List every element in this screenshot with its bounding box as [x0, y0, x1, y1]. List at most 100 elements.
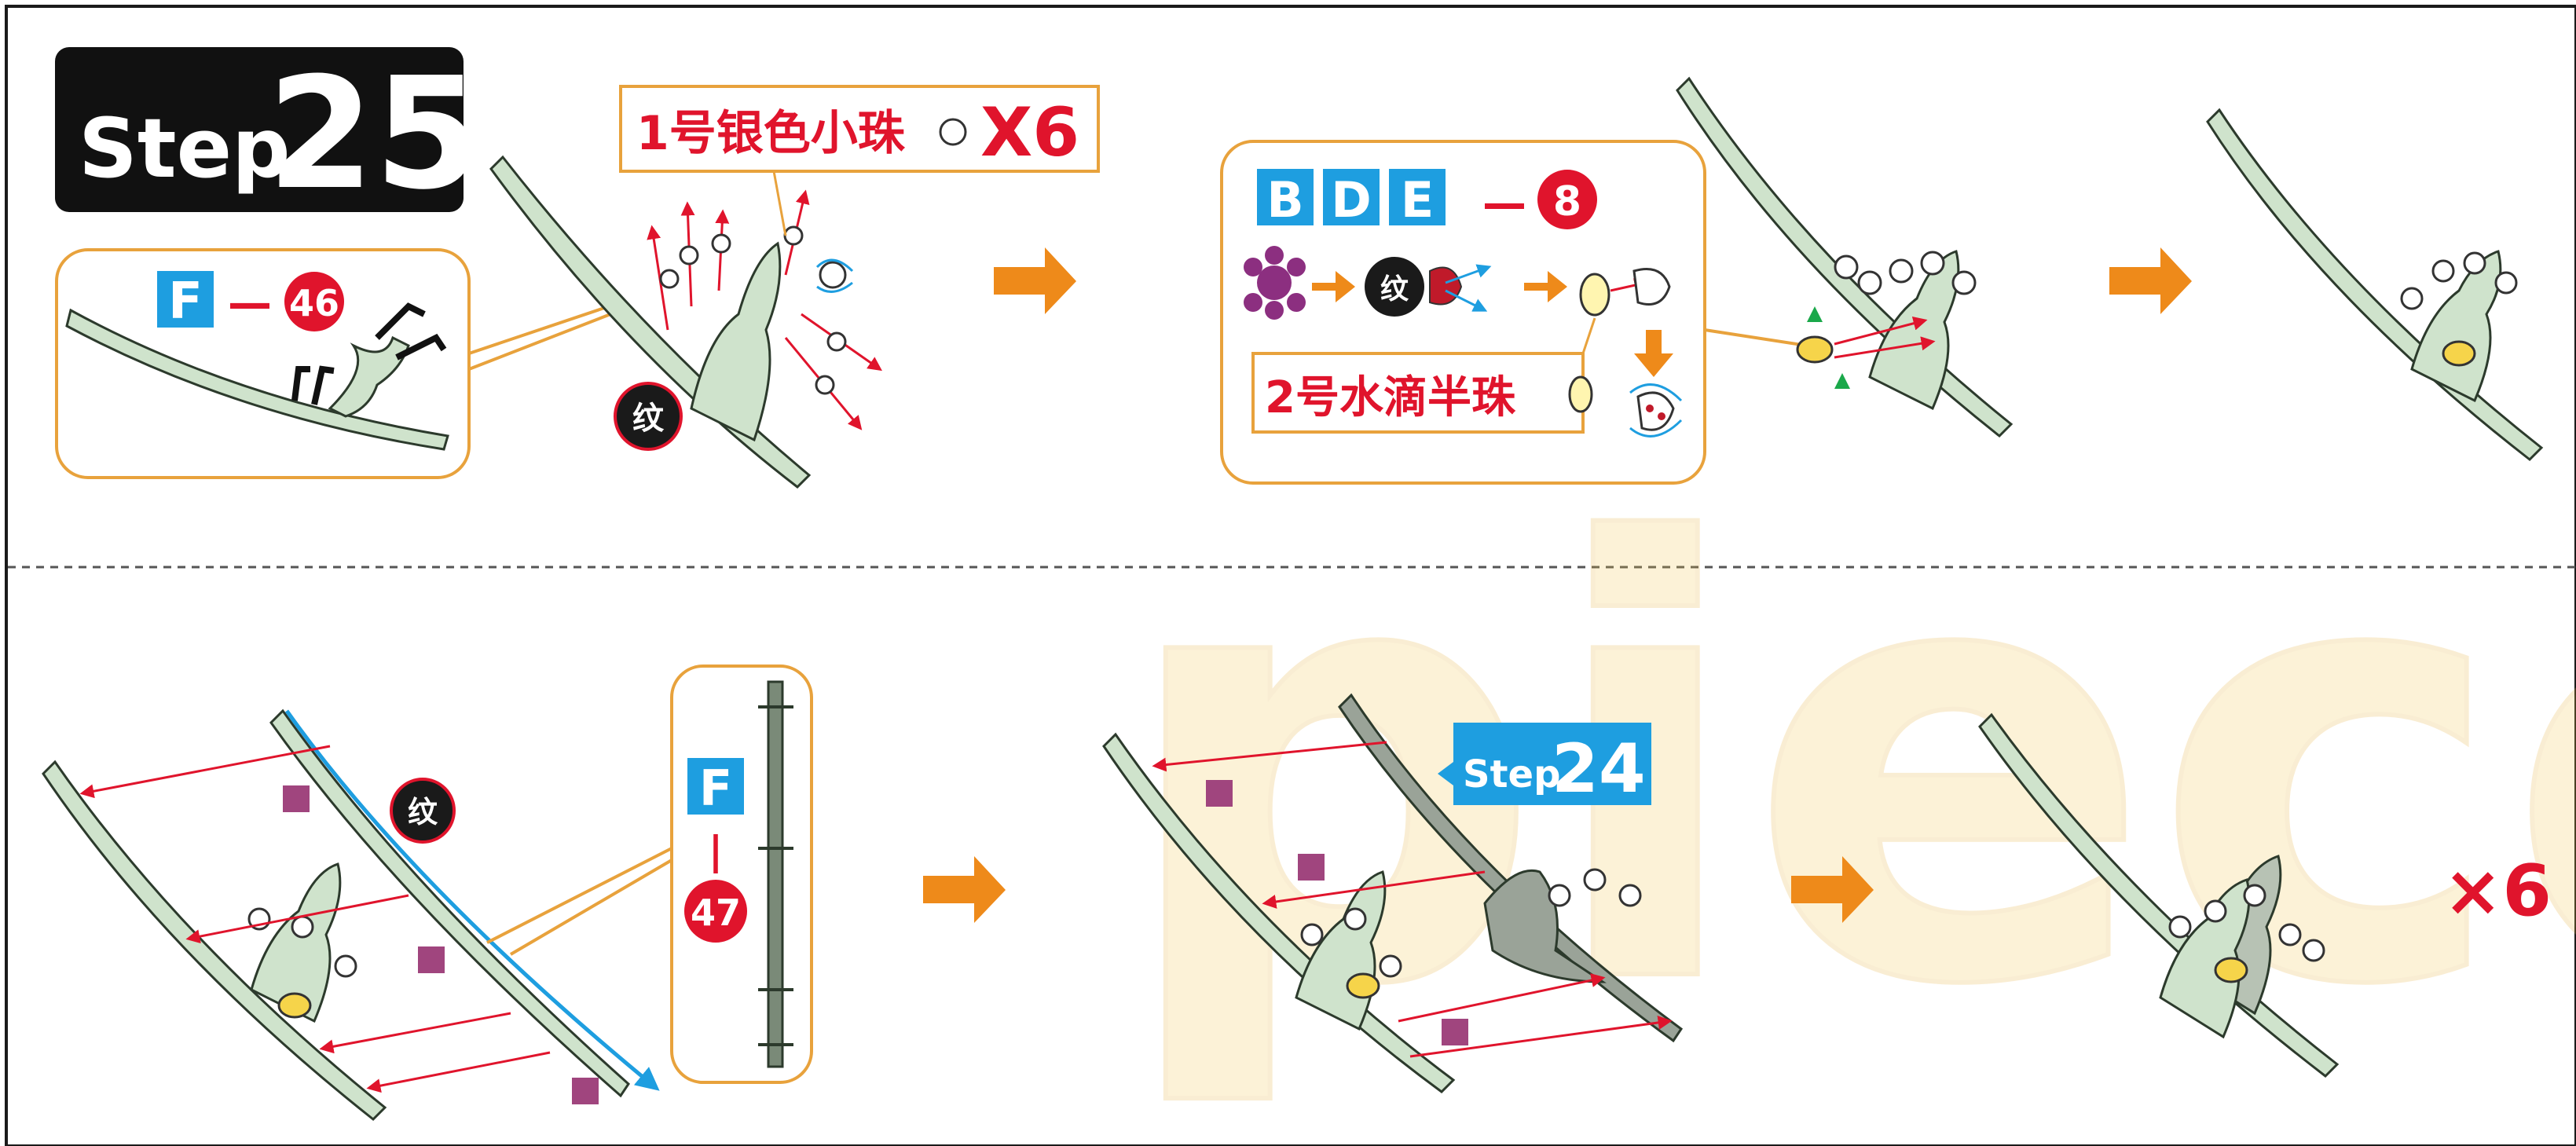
align-arrow — [1398, 973, 1606, 1023]
silver-bead — [783, 225, 804, 246]
step-prefix: Step — [79, 101, 291, 196]
label-pointer — [1581, 317, 1596, 354]
branch-assembly-3: 纹 — [42, 708, 660, 1122]
insert-arrow — [1834, 336, 1936, 359]
silver-bead-icon — [939, 118, 967, 146]
step-badge-bg — [55, 47, 464, 212]
pattern-icon — [614, 382, 683, 451]
rod-pegs — [758, 705, 793, 1046]
silver-bead — [659, 269, 680, 289]
pattern-glyph: 纹 — [632, 401, 665, 437]
step-ref-number: 24 — [1552, 730, 1646, 808]
glue-marker — [1206, 780, 1233, 807]
rotate-arrow — [1445, 264, 1492, 284]
branch-twig — [328, 335, 410, 418]
callout-part-f46: F — 46 — [55, 248, 621, 479]
part-letter: F — [699, 760, 732, 817]
back-branch — [42, 760, 387, 1122]
main-branch — [2206, 108, 2544, 461]
branch-assembly-2 — [1676, 76, 2014, 438]
bead-cap — [1632, 268, 1671, 306]
branch-assembly-4: Step 24 — [1102, 693, 1684, 1093]
bead — [2442, 340, 2476, 367]
drop-bead-mini-icon — [1568, 375, 1593, 413]
page-border — [5, 5, 2576, 1146]
rotate-icon — [815, 258, 854, 293]
align-arrow — [1409, 1016, 1673, 1058]
insert-arrow — [1834, 316, 1928, 346]
glue-marker — [283, 785, 310, 812]
finished-bead — [1636, 391, 1675, 431]
green-marker — [1807, 306, 1823, 322]
drop-label-text: 2号水滴半珠 — [1265, 372, 1516, 423]
callout-part-bde8: B D E — 8 纹 2号水滴半珠 — [1220, 140, 1808, 485]
glue-marker — [1442, 1019, 1468, 1045]
part-number-circle — [684, 880, 747, 943]
letter-tag-b — [1257, 169, 1314, 225]
bead-insert — [1796, 335, 1834, 364]
branch-result-1 — [2206, 108, 2544, 461]
front-branch — [1338, 693, 1684, 1043]
rotate-arrow — [1445, 289, 1488, 312]
glue-marker — [1298, 854, 1325, 881]
part-number-circle — [1537, 170, 1597, 229]
process-arrow — [1524, 271, 1567, 302]
glue-marker — [418, 946, 445, 973]
silver-bead — [711, 233, 731, 254]
glue-marker — [572, 1078, 599, 1104]
bead-label-frame — [619, 85, 1100, 173]
main-branch — [1676, 76, 2014, 438]
branch-tips — [291, 302, 447, 405]
main-branch — [489, 155, 812, 489]
align-arrow — [366, 1051, 551, 1093]
green-marker — [1834, 373, 1850, 389]
callout-part-f47: F | 47 — [486, 665, 813, 1084]
step-ref-badge — [1438, 723, 1651, 805]
down-arrow — [1634, 330, 1673, 377]
step-badge: Step 25 — [55, 45, 482, 224]
letter-b: B — [1266, 171, 1303, 229]
coral-twig — [250, 862, 342, 1023]
align-arrow — [1152, 741, 1387, 772]
silver-bead — [826, 331, 847, 352]
bead-label-box: 1号银色小珠 X6 — [619, 85, 1100, 236]
align-arrow — [79, 745, 331, 799]
silver-bead — [679, 245, 699, 265]
bead-label-text: 1号银色小珠 — [636, 106, 906, 161]
coral-twig — [2410, 250, 2502, 403]
next-arrow — [1791, 856, 1874, 923]
pattern-glyph: 纹 — [1380, 273, 1409, 306]
letter-tag-d — [1323, 169, 1380, 225]
pattern-icon — [1365, 257, 1424, 317]
bead-arrows — [647, 189, 882, 430]
bead-multiplier: X6 — [980, 93, 1079, 172]
part-letter-tag — [157, 271, 214, 328]
rotate-icon — [1629, 383, 1683, 438]
callout-pointer — [1704, 328, 1808, 347]
callout-pointer — [468, 301, 621, 371]
coral-twig — [690, 241, 782, 442]
callout-frame — [670, 665, 813, 1084]
align-arrow — [319, 1012, 511, 1054]
pattern-icon — [390, 778, 456, 844]
part-dash: — — [1482, 178, 1526, 229]
part-dash: — — [228, 278, 272, 329]
silver-bead — [815, 375, 835, 395]
rear-coral — [1483, 869, 1607, 983]
pattern-glyph: 纹 — [408, 795, 438, 829]
letter-tag-e — [1389, 169, 1446, 225]
part-number-circle — [284, 272, 344, 331]
part-number: 8 — [1553, 178, 1581, 225]
flower-piece-icon — [1244, 246, 1306, 320]
align-arrow — [1262, 870, 1486, 909]
next-arrow — [923, 856, 1006, 923]
letter-e: E — [1401, 171, 1434, 229]
bead-detail — [819, 261, 847, 289]
label-pointer — [772, 170, 787, 236]
front-branch — [269, 708, 630, 1098]
next-arrow — [994, 247, 1076, 314]
final-multiplier: ×6 — [2443, 850, 2552, 932]
align-arrow — [185, 894, 409, 944]
rod-piece — [767, 680, 784, 1068]
